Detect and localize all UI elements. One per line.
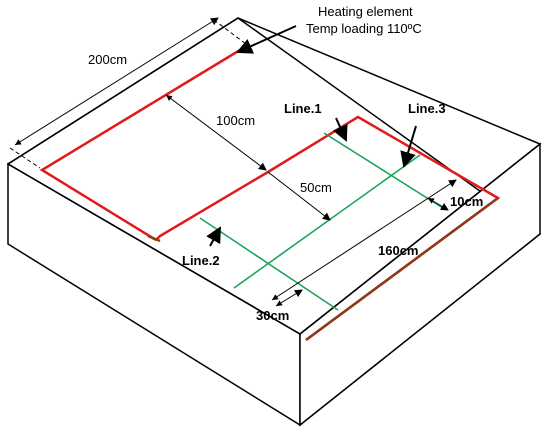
line-1-label: Line.1 — [284, 101, 322, 116]
concrete-slab — [6, 17, 542, 427]
dim-200-line — [14, 17, 219, 146]
heating-element-title: Heating element — [318, 4, 413, 19]
dimension-lines — [9, 17, 457, 307]
dim-30-label: 30cm — [256, 308, 289, 323]
line-3-label: Line.3 — [408, 101, 446, 116]
arrow-line-3 — [400, 125, 417, 168]
heating-element-temp: Temp loading 110ºC — [306, 21, 422, 36]
arrow-line-1 — [332, 117, 348, 142]
labels: Heating element Temp loading 110ºC 200cm… — [88, 4, 483, 323]
dim-160-label: 160cm — [378, 243, 418, 258]
dim-10-label: 10cm — [450, 194, 483, 209]
heating-element-short-end — [147, 234, 161, 243]
dim-30-line — [275, 289, 303, 307]
line-2-label: Line.2 — [182, 253, 220, 268]
arrow-heating-element — [236, 25, 297, 54]
dim-200-ext-left — [9, 147, 41, 169]
dim-200-label: 200cm — [88, 52, 127, 67]
dim-100-label: 100cm — [216, 113, 255, 128]
arrow-line-2 — [206, 226, 221, 247]
dim-100-line — [165, 94, 267, 171]
dim-160-line — [271, 179, 457, 301]
dim-50-label: 50cm — [300, 180, 332, 195]
